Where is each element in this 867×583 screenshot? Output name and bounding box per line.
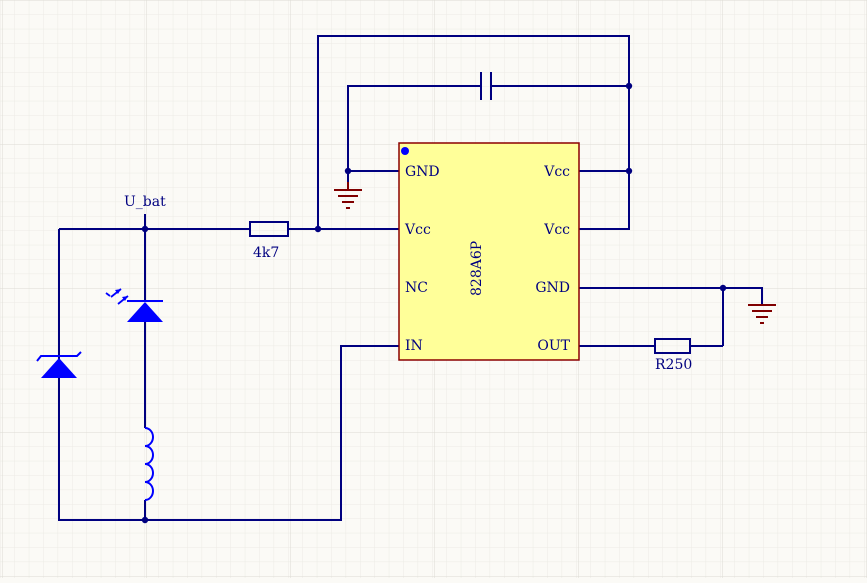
ic-pin-left-nc: NC	[405, 280, 428, 296]
wire-in-return	[145, 345, 399, 521]
ic-pin-right-out: OUT	[537, 338, 570, 354]
junction-dot	[625, 82, 633, 90]
ic-body	[398, 142, 580, 361]
ic-pin-left-vcc: Vcc	[404, 222, 431, 238]
ic-pin1-marker	[401, 147, 409, 155]
resistor-input-label: 4k7	[253, 245, 279, 261]
led-light-arrows-icon	[105, 288, 129, 305]
ic-pin-right-vcc-2: Vcc	[543, 222, 570, 238]
junction-dot	[141, 225, 149, 233]
ic-pin-left-gnd: GND	[405, 164, 440, 180]
zener-diode[interactable]	[36, 351, 82, 378]
junctions	[141, 82, 727, 524]
junction-dot	[314, 225, 322, 233]
zener-bar	[36, 351, 82, 362]
ic-828a6p[interactable]: GND Vcc NC IN Vcc Vcc GND OUT 828A6P	[398, 142, 580, 361]
wire-gnd-right-drop	[723, 287, 763, 304]
inductor-coil[interactable]	[144, 427, 154, 501]
ic-part-number: 828A6P	[469, 241, 485, 296]
led-diode[interactable]	[105, 288, 163, 322]
ic-pin-left-in: IN	[405, 338, 423, 354]
led-triangle	[127, 302, 163, 322]
ic-pin-right-gnd: GND	[535, 280, 570, 296]
resistor-output[interactable]	[654, 338, 691, 354]
wire-cap-left	[347, 85, 481, 171]
zener-triangle	[41, 358, 77, 378]
junction-dot	[344, 167, 352, 175]
junction-dot	[141, 516, 149, 524]
junction-dot	[719, 284, 727, 292]
ground-symbol-right[interactable]	[748, 304, 776, 324]
resistor-input[interactable]	[249, 221, 289, 237]
capacitor[interactable]	[480, 72, 492, 100]
wire-top-loop	[317, 35, 630, 230]
wire-zener-branch	[58, 229, 145, 521]
resistor-output-label: R250	[655, 357, 692, 373]
ic-pin-right-vcc-1: Vcc	[543, 164, 570, 180]
junction-dot	[625, 167, 633, 175]
ground-symbol-left[interactable]	[334, 182, 362, 209]
net-label-ubat: U_bat	[124, 194, 166, 210]
